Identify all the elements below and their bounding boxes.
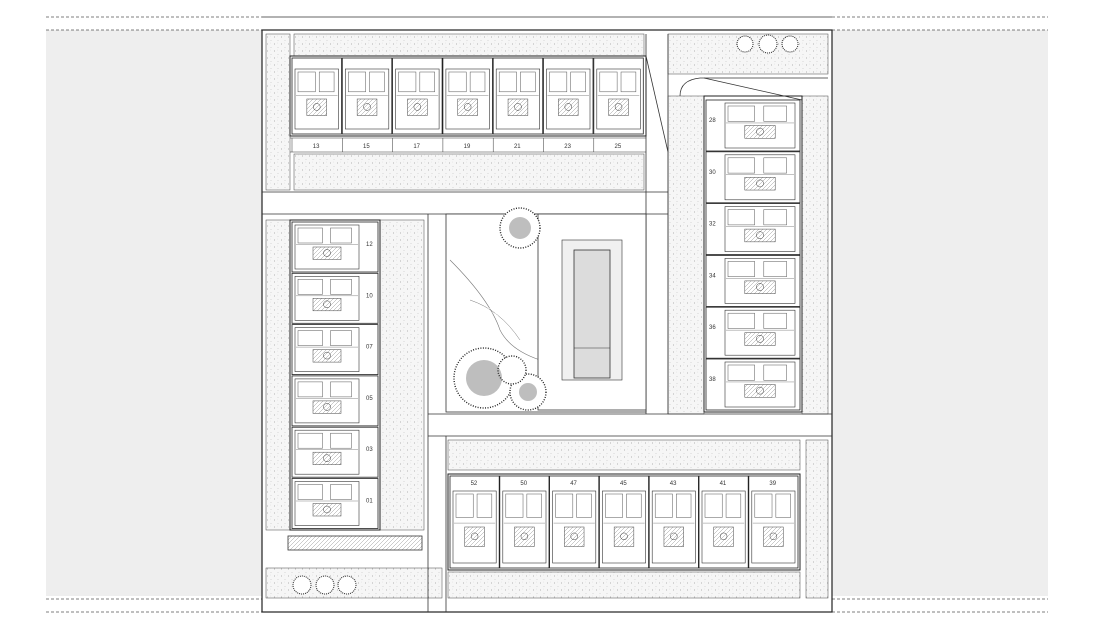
bottom-unit: 47 — [549, 475, 600, 569]
unit-number-label: 21 — [514, 144, 521, 150]
right-unit: 30 — [705, 151, 801, 204]
unit-number-label: 12 — [366, 242, 373, 248]
left-unit: 01 — [291, 478, 379, 529]
left-unit-cells: 12 10 07 05 03 01 — [291, 221, 379, 529]
top-unit: 17 — [392, 57, 443, 152]
bottom-unit: 45 — [599, 475, 650, 569]
top-unit-cells: 13 15 17 19 21 23 25 — [291, 57, 644, 152]
bottom-unit: 50 — [499, 475, 550, 569]
left-unit: 03 — [291, 426, 379, 478]
unit-number-label: 25 — [615, 144, 622, 150]
top-unit: 23 — [543, 57, 594, 152]
right-unit: 34 — [705, 254, 801, 307]
bottom-unit: 41 — [698, 475, 749, 569]
right-unit: 36 — [705, 306, 801, 359]
unit-number-label: 15 — [363, 144, 370, 150]
right-unit-cells: 28 30 32 34 36 38 — [705, 99, 801, 411]
top-unit: 13 — [291, 57, 342, 152]
unit-number-label: 07 — [366, 345, 373, 351]
swimming-pool — [573, 249, 611, 379]
unit-number-label: 36 — [709, 325, 716, 331]
unit-number-label: 47 — [570, 481, 577, 487]
unit-number-label: 19 — [464, 144, 471, 150]
unit-number-label: 39 — [769, 481, 776, 487]
left-unit: 10 — [291, 272, 379, 324]
left-unit: 12 — [291, 221, 379, 273]
watermark-text: ...state... — [470, 303, 539, 320]
unit-number-label: 10 — [366, 293, 373, 299]
unit-number-label: 01 — [366, 499, 373, 505]
bottom-unit-cells: 52 50 47 45 43 41 39 — [449, 475, 799, 569]
left-unit: 07 — [291, 324, 379, 376]
unit-number-label: 30 — [709, 170, 716, 176]
unit-number-label: 50 — [520, 481, 527, 487]
bottom-unit: 43 — [648, 475, 699, 569]
unit-number-label: 28 — [709, 118, 716, 124]
unit-number-label: 05 — [366, 396, 373, 402]
right-unit: 32 — [705, 203, 801, 256]
top-unit: 15 — [341, 57, 393, 152]
unit-number-label: 41 — [720, 481, 727, 487]
right-unit: 38 — [705, 358, 801, 411]
right-unit: 28 — [705, 99, 801, 152]
shrub-icon — [292, 34, 799, 595]
top-unit: 25 — [593, 57, 644, 152]
unit-number-label: 13 — [313, 144, 320, 150]
reference-lines — [46, 16, 1048, 613]
unit-number-label: 43 — [670, 481, 677, 487]
unit-number-label: 34 — [709, 273, 716, 279]
left-margin-panel — [46, 30, 262, 596]
paving-areas — [265, 33, 829, 599]
unit-number-label: 52 — [471, 481, 478, 487]
bottom-unit: 39 — [748, 475, 799, 569]
unit-number-label: 17 — [413, 144, 420, 150]
bottom-unit: 52 — [449, 475, 500, 569]
top-unit: 21 — [492, 57, 544, 152]
unit-number-label: 03 — [366, 447, 373, 453]
top-unit: 19 — [442, 57, 493, 152]
tree-canopy-icon — [453, 207, 547, 411]
unit-number-label: 45 — [620, 481, 627, 487]
unit-number-label: 32 — [709, 222, 716, 228]
unit-number-label: 23 — [564, 144, 571, 150]
unit-number-label: 38 — [709, 377, 716, 383]
left-unit: 05 — [291, 375, 379, 427]
tree-canopy-icon — [466, 217, 537, 401]
right-margin-panel — [832, 30, 1048, 596]
